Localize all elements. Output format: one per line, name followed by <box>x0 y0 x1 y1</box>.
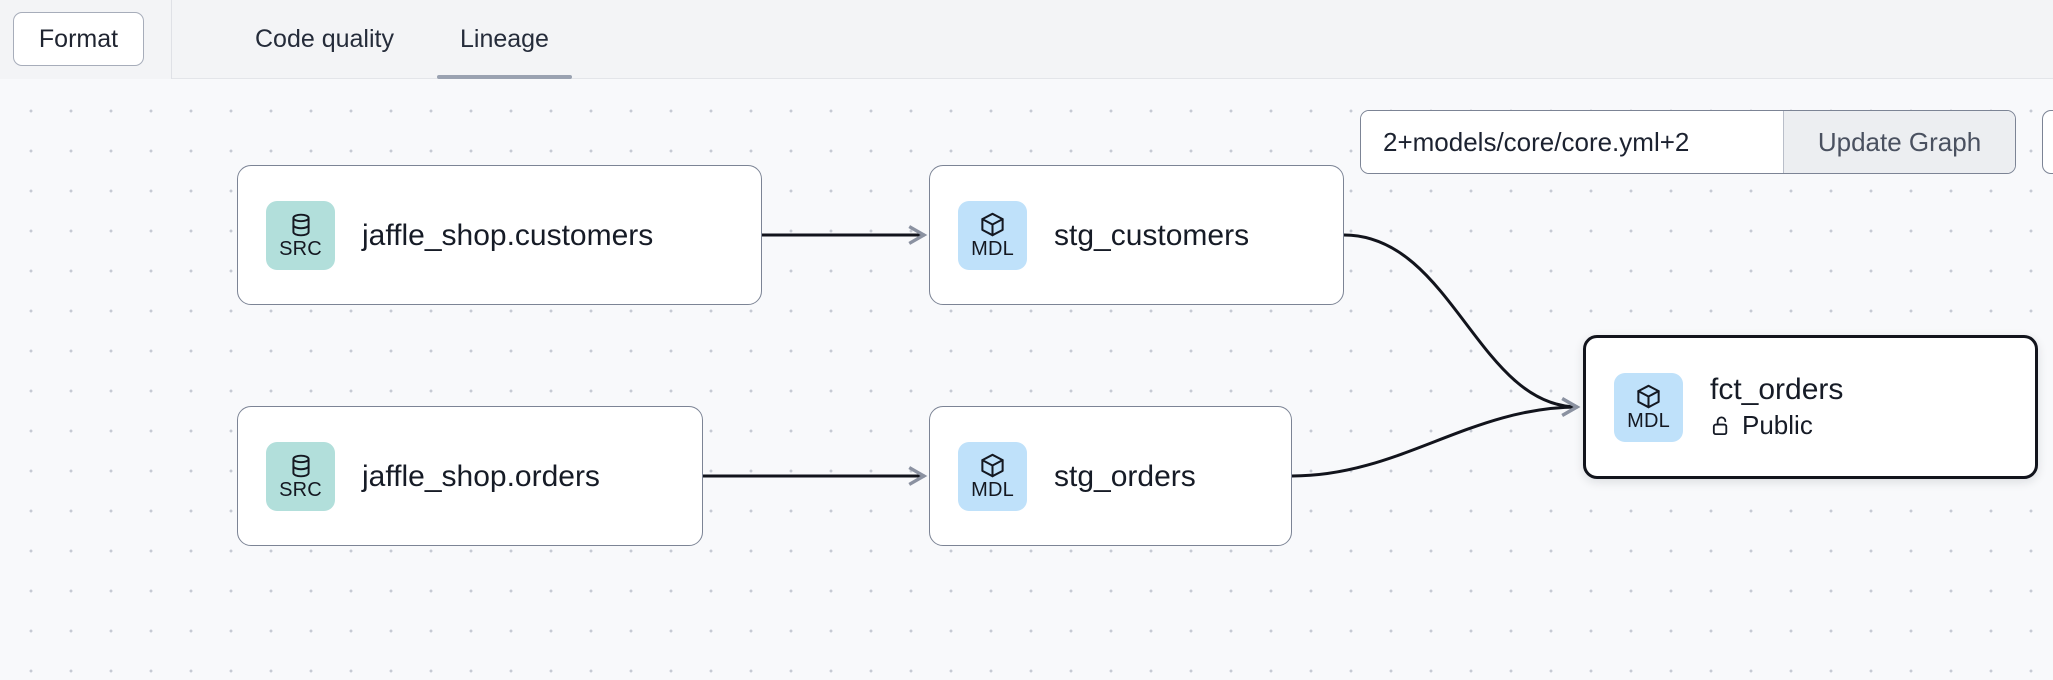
node-body: stg_customers <box>1054 219 1249 252</box>
node-title: jaffle_shop.orders <box>362 459 600 493</box>
update-graph-button[interactable]: Update Graph <box>1783 111 2015 173</box>
node-access-badge: Public <box>1710 410 1843 441</box>
format-button[interactable]: Format <box>13 12 144 66</box>
node-title: stg_customers <box>1054 218 1250 252</box>
edge-stg-orders-to-fct-orders <box>1291 397 1581 478</box>
unlock-icon <box>1712 416 1728 436</box>
cube-icon <box>1637 384 1660 409</box>
tab-bar: Code quality Lineage <box>172 0 582 79</box>
badge-label: MDL <box>971 238 1014 260</box>
node-type-badge-mdl: MDL <box>958 200 1027 270</box>
tab-lineage[interactable]: Lineage <box>427 0 582 79</box>
cube-icon <box>981 212 1004 237</box>
node-title: stg_orders <box>1054 459 1196 493</box>
node-body: fct_orders Public <box>1710 373 1843 441</box>
badge-label: SRC <box>279 237 322 260</box>
node-title: jaffle_shop.customers <box>362 218 654 252</box>
node-body: jaffle_shop.orders <box>362 460 600 493</box>
lineage-canvas[interactable]: SRC jaffle_shop.customers MDL stg_custom… <box>0 79 2053 680</box>
node-title: fct_orders <box>1710 373 1844 406</box>
tab-code-quality[interactable]: Code quality <box>255 24 394 53</box>
badge-label: MDL <box>1627 410 1670 432</box>
cube-icon <box>981 453 1004 478</box>
badge-label: SRC <box>279 478 322 501</box>
badge-label: MDL <box>971 479 1014 501</box>
lineage-node-fct-orders[interactable]: MDL fct_orders Public <box>1583 335 2038 479</box>
database-icon <box>291 454 310 477</box>
format-button-zone: Format <box>0 0 172 79</box>
node-access-label: Public <box>1742 410 1813 440</box>
node-type-badge-mdl: MDL <box>958 441 1027 511</box>
edge-stg-customers-to-fct-orders <box>1343 233 1581 417</box>
node-type-badge-mdl: MDL <box>1614 372 1683 442</box>
graph-selector-input[interactable] <box>1361 111 1783 173</box>
lineage-node-stg-customers[interactable]: MDL stg_customers <box>929 165 1344 305</box>
top-bar: Format Code quality Lineage <box>0 0 2053 79</box>
database-icon <box>291 213 310 236</box>
graph-selector-toolbar: Update Graph <box>1360 110 2016 174</box>
node-type-badge-src: SRC <box>266 200 335 270</box>
lineage-node-jaffle-shop-orders[interactable]: SRC jaffle_shop.orders <box>237 406 703 546</box>
node-body: jaffle_shop.customers <box>362 219 653 252</box>
node-type-badge-src: SRC <box>266 441 335 511</box>
lineage-node-jaffle-shop-customers[interactable]: SRC jaffle_shop.customers <box>237 165 762 305</box>
toolbar-overflow-panel[interactable] <box>2042 110 2053 174</box>
lineage-node-stg-orders[interactable]: MDL stg_orders <box>929 406 1292 546</box>
node-body: stg_orders <box>1054 460 1196 493</box>
